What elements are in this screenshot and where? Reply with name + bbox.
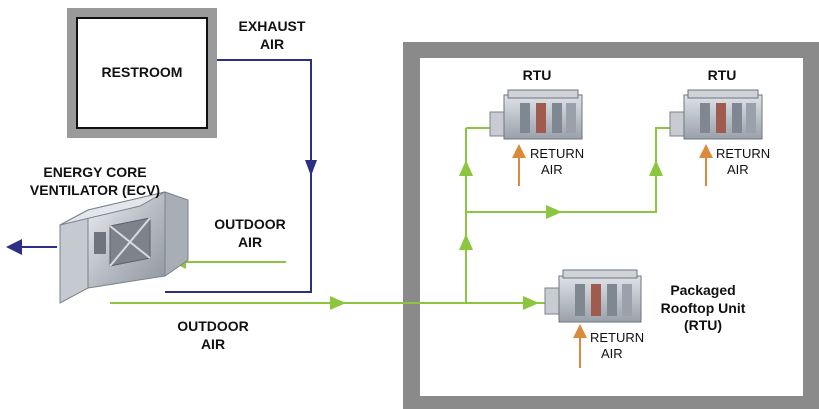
outdoor-air-intake-path <box>172 255 286 269</box>
rtu-bottom-title-line3: (RTU) <box>683 317 723 333</box>
rtu-right-title: RTU <box>707 67 737 83</box>
rtu-bottom-title-line1: Packaged <box>670 282 736 298</box>
exhaust-discharge <box>6 239 57 255</box>
outdoor-air-arrows <box>330 160 663 310</box>
rtu-right-return-line2: AIR <box>727 162 749 178</box>
exhaust-arrow-down <box>305 160 317 176</box>
return-air-arrow-right <box>699 144 713 186</box>
ecv-line2: VENTILATOR (ECV) <box>29 181 161 198</box>
rtu-left-return-line1: RETURN <box>530 146 585 161</box>
outdoor-air-intake-label: OUTDOOR AIR <box>205 216 295 251</box>
rtu-right-return-line1: RETURN <box>716 146 771 161</box>
outdoor-air-intake-line2: AIR <box>237 233 263 250</box>
restroom-box <box>67 8 217 138</box>
rtu-bottom-return-line2: AIR <box>601 346 623 362</box>
ecv-line1: ENERGY CORE <box>43 164 147 180</box>
return-air-arrow-bottom <box>573 324 587 368</box>
rtu-right-return-label: RETURN AIR <box>716 146 786 179</box>
outdoor-air-supply-line2: AIR <box>200 335 226 352</box>
outdoor-air-supply-line1: OUTDOOR <box>177 318 249 334</box>
outdoor-air-intake-line1: OUTDOOR <box>214 216 286 232</box>
ecv-label: ENERGY CORE VENTILATOR (ECV) <box>20 164 170 199</box>
ecv-unit <box>59 191 189 304</box>
exhaust-air-line2: AIR <box>259 35 285 52</box>
rtu-left-unit <box>489 89 583 140</box>
return-air-arrow-left <box>512 144 526 186</box>
rtu-bottom-title-line2: Rooftop Unit <box>660 299 746 316</box>
restroom-label: RESTROOM <box>101 64 183 80</box>
exhaust-air-label: EXHAUST AIR <box>222 18 322 53</box>
rtu-bottom-return-label: RETURN AIR <box>590 330 660 363</box>
rtu-left-return-line2: AIR <box>541 162 563 178</box>
rtu-left-return-label: RETURN AIR <box>530 146 600 179</box>
rtu-right-unit <box>669 89 763 140</box>
outdoor-air-supply-label: OUTDOOR AIR <box>168 318 258 353</box>
exhaust-air-line1: EXHAUST <box>238 18 306 34</box>
rtu-left-title: RTU <box>522 67 552 83</box>
rtu-bottom-unit <box>544 269 642 323</box>
rtu-bottom-title: Packaged Rooftop Unit (RTU) <box>648 282 758 335</box>
rtu-bottom-return-line1: RETURN <box>590 330 645 345</box>
